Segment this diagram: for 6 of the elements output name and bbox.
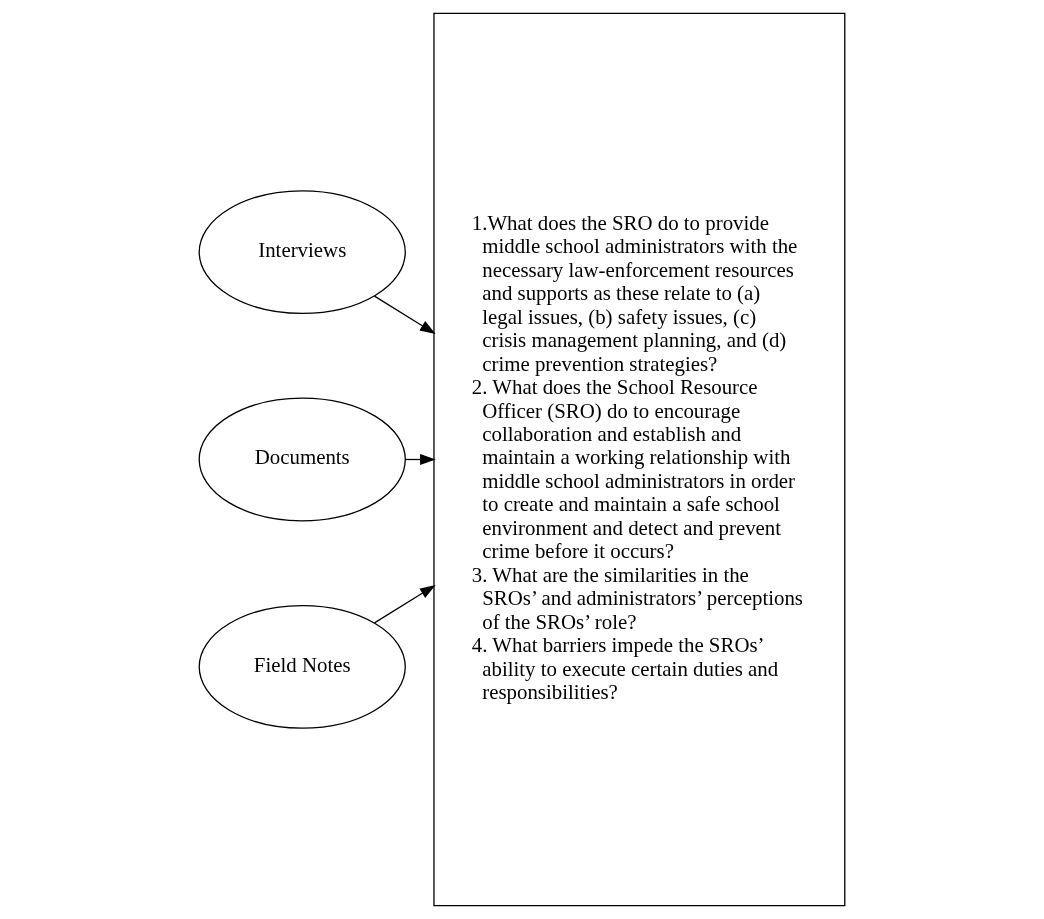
arrow bbox=[373, 295, 436, 334]
node-ellipse: Documents bbox=[198, 397, 406, 522]
node-ellipse: Field Notes bbox=[198, 604, 406, 729]
node-box: 1.What does the SRO do to provide middle school administrators with the necessary law-enforcement resources and supports as these relate to (a) legal issues, (b) safety issues, (c) crisis management planning, and (d) crime prevention strategies? 2. What does the School Resource Officer (SRO) do to encourage collaboration and establish and maintain a working relationship with middle school administrators in order to create and maintain a safe school environment and detect and prevent crime before it occurs? 3. What are the similarities in the SROs’ and administrators’ perceptions of the SROs’ role? 4. What barriers impede the SROs’ ability to execute certain duties and responsibilities? bbox=[433, 12, 846, 907]
arrow bbox=[373, 585, 436, 624]
node-ellipse: Interviews bbox=[198, 190, 406, 315]
